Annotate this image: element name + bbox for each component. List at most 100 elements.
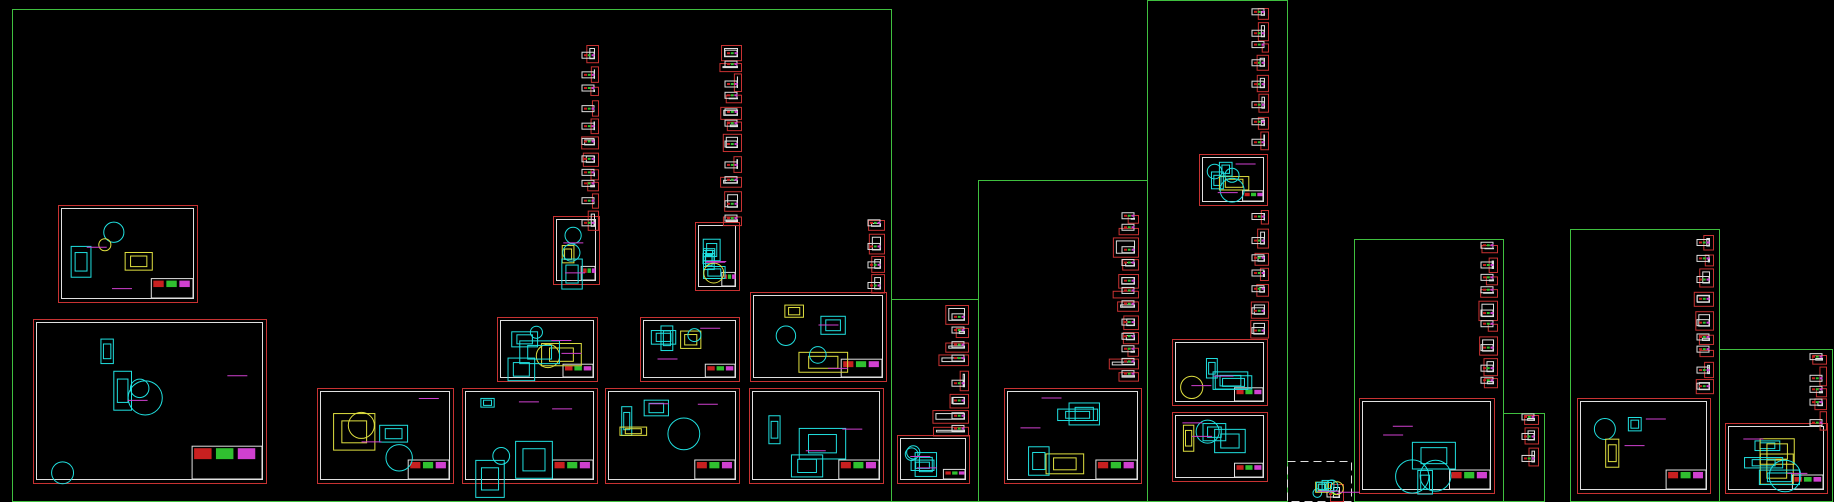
- part-view: [1759, 438, 1795, 465]
- drawing-sheet: [1112, 237, 1140, 258]
- title-block-cell: [1131, 289, 1135, 292]
- title-block-cell: [1257, 272, 1261, 275]
- drawing-sheet: [1112, 290, 1140, 299]
- part-view: [379, 424, 409, 443]
- title-block: [1791, 474, 1824, 490]
- part-view-detail: [516, 334, 533, 345]
- title-block-cell: [1127, 248, 1131, 251]
- title-block-cell: [1124, 302, 1127, 305]
- part-view-detail: [102, 343, 112, 360]
- title-block-cell: [1794, 477, 1803, 482]
- title-block-cell: [1257, 309, 1261, 312]
- title-block-cell: [587, 171, 591, 174]
- part-view-detail: [1420, 447, 1448, 465]
- drawing-sheet: [1359, 398, 1495, 494]
- title-block-cell: [853, 462, 864, 469]
- part-view-detail: [522, 448, 546, 472]
- part-view-detail: [770, 420, 779, 439]
- title-block-cell: [1124, 321, 1127, 324]
- title-block-cell: [587, 125, 591, 128]
- title-block-cell: [584, 182, 587, 185]
- drawing-sheet-inner-border: [1702, 271, 1710, 284]
- drawing-sheet: [1117, 301, 1139, 312]
- title-block-cell: [1531, 415, 1535, 418]
- title-block-cell: [1483, 263, 1486, 266]
- title-block-cell: [1124, 214, 1127, 217]
- title-block-cell: [961, 329, 965, 332]
- title-block-cell: [1486, 276, 1490, 279]
- title-block: [1449, 469, 1491, 490]
- drawing-sheet-inner-border: [725, 136, 739, 149]
- title-block-cell: [1812, 401, 1815, 404]
- title-block-cell: [591, 73, 595, 76]
- part-view: [1057, 408, 1099, 422]
- title-block-cell: [734, 122, 738, 125]
- title-block: [191, 445, 263, 480]
- drawing-sheet-inner-border: [465, 391, 594, 480]
- title-block-cell: [1490, 276, 1494, 279]
- drawing-sheet: [1699, 349, 1714, 358]
- drawing-sheet: [1122, 259, 1140, 271]
- title-block-cell: [435, 462, 446, 469]
- title-block-cell: [1819, 355, 1823, 358]
- title-block-cell: [584, 221, 587, 224]
- title-block-cell: [730, 52, 734, 55]
- part-view-circle: [1180, 375, 1204, 400]
- title-block-cell: [1486, 346, 1490, 349]
- title-block-cell: [727, 163, 730, 166]
- title-block-cell: [584, 54, 587, 57]
- part-view: [1627, 416, 1642, 432]
- title-block-cell: [565, 366, 573, 371]
- title-block-cell: [961, 427, 965, 430]
- title-block-cell: [954, 343, 957, 346]
- title-block-cell: [865, 462, 876, 469]
- drawing-sheet-inner-border: [1202, 157, 1264, 202]
- drawing-sheet: [725, 94, 742, 104]
- part-view: [1182, 424, 1195, 452]
- title-block-cell: [954, 329, 957, 332]
- title-block-cell: [730, 94, 734, 97]
- part-view: [660, 325, 674, 352]
- part-view-detail: [341, 420, 368, 444]
- part-view: [1045, 453, 1085, 475]
- drawing-sheet: [1258, 93, 1270, 113]
- title-block-cell: [579, 462, 590, 469]
- title-block-cell: [1702, 385, 1706, 388]
- part-view-detail: [384, 428, 403, 440]
- title-block-cell: [1702, 257, 1706, 260]
- part-view: [1744, 457, 1784, 469]
- drawing-sheet: [582, 152, 599, 167]
- title-block-cell: [1124, 261, 1127, 264]
- title-block-cell: [1127, 360, 1131, 363]
- title-block-cell: [734, 163, 738, 166]
- title-block-cell: [1813, 477, 1822, 482]
- title-block-cell: [725, 366, 734, 371]
- title-block-cell: [730, 163, 734, 166]
- drawing-sheet-inner-border: [698, 225, 736, 287]
- part-view-detail: [1208, 361, 1216, 375]
- drawing-sheet-inner-border: [320, 391, 450, 480]
- title-block-cell: [1699, 321, 1702, 324]
- drawing-sheet: [58, 205, 198, 303]
- part-view: [1218, 176, 1250, 191]
- title-block-cell: [1527, 435, 1531, 438]
- drawing-sheet: [1577, 398, 1711, 494]
- drawing-sheet: [1256, 74, 1270, 93]
- part-view: [1758, 469, 1800, 486]
- part-view: [475, 459, 505, 498]
- title-block-cell: [958, 471, 965, 475]
- title-block-cell: [1812, 388, 1815, 391]
- title-block-cell: [1127, 279, 1131, 282]
- title-block-cell: [583, 366, 592, 371]
- title-block-cell: [1819, 377, 1823, 380]
- title-block-cell: [1702, 321, 1706, 324]
- part-view-circle: [1419, 459, 1452, 492]
- title-block-cell: [1131, 335, 1135, 338]
- drawing-sheet: [1172, 339, 1268, 406]
- title-block-cell: [587, 107, 591, 110]
- part-view: [1218, 161, 1233, 177]
- title-block-cell: [1702, 278, 1706, 281]
- title-block: [838, 459, 880, 480]
- title-block-cell: [734, 178, 738, 181]
